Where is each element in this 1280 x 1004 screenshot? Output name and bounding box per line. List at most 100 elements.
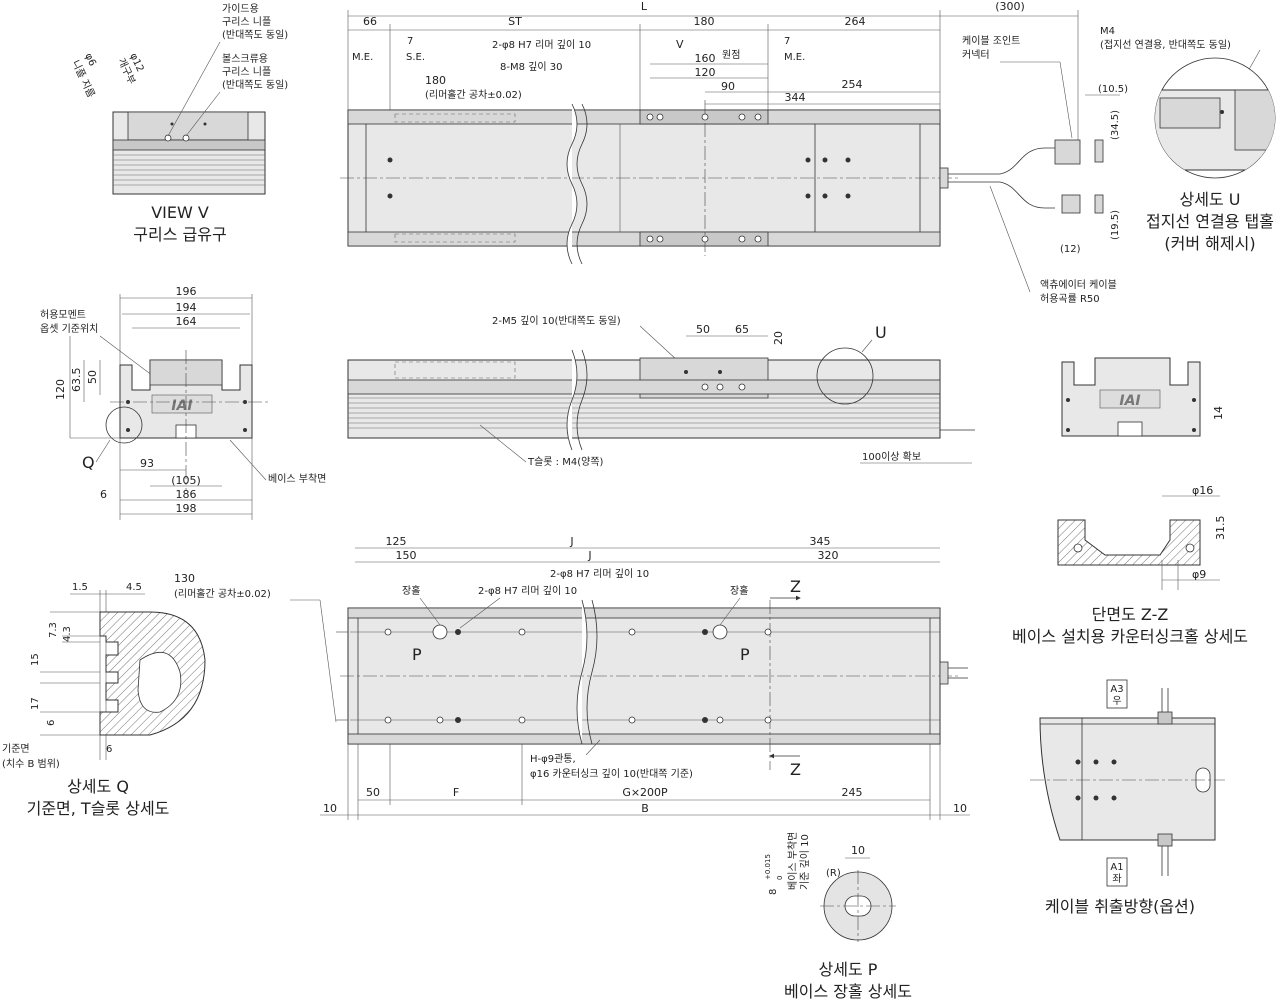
dim-side-20: 20 bbox=[772, 331, 785, 345]
dim-194: 194 bbox=[176, 301, 197, 314]
label-z2: Z bbox=[790, 760, 801, 779]
dim-125: 125 bbox=[386, 535, 407, 548]
q-subtitle: 기준면, T슬롯 상세도 bbox=[27, 799, 170, 818]
dim-186: 186 bbox=[176, 488, 197, 501]
label-p-r: (R) bbox=[826, 868, 841, 879]
dim-254: 254 bbox=[842, 78, 863, 91]
end-view: 196 194 164 허용모멘트 옵셋 기준위치 IAI 120 63.5 5… bbox=[40, 285, 326, 520]
label-p-v1: 베이스 부착면 bbox=[787, 832, 799, 890]
dim-p-10: 10 bbox=[851, 844, 865, 857]
label-se: S.E. bbox=[406, 52, 425, 63]
dim-120: 120 bbox=[54, 379, 67, 400]
label-slot2: 장홀 bbox=[730, 584, 748, 597]
label-p2: P bbox=[740, 645, 750, 664]
dim-19-5: (19.5) bbox=[1110, 210, 1121, 240]
label-guide-2: 구리스 니플 bbox=[222, 16, 271, 28]
label-tslot: T슬롯 : M4(양쪽) bbox=[527, 456, 604, 468]
label-ref2: (치수 B 범위) bbox=[2, 757, 60, 770]
dim-34-5: (34.5) bbox=[1110, 110, 1121, 140]
label-guide-3: (반대쪽도 동일) bbox=[222, 29, 288, 41]
label-reamer2: 2-φ8 H7 리머 깊이 10 bbox=[550, 568, 649, 580]
label-m4: M4 bbox=[1100, 26, 1115, 37]
dim-j2: J bbox=[587, 549, 591, 562]
dim-66: 66 bbox=[363, 15, 377, 28]
q-title: 상세도 Q bbox=[67, 777, 129, 796]
label-secure: 100이상 확보 bbox=[862, 451, 921, 463]
iai-logo: IAI bbox=[171, 398, 192, 414]
dim-ST: ST bbox=[508, 15, 522, 28]
u-sub1: 접지선 연결용 탭홀 bbox=[1146, 212, 1274, 231]
dim-p-tol0: 0 bbox=[776, 876, 784, 880]
detail-u: M4 (접지선 연결용, 반대쪽도 동일) 상세도 U 접지선 연결용 탭홀 (… bbox=[1100, 26, 1276, 253]
dim-264: 264 bbox=[845, 15, 866, 28]
label-guide-1: 가이드용 bbox=[222, 3, 259, 15]
dim-10a: 10 bbox=[323, 802, 337, 815]
dim-344: 344 bbox=[785, 91, 806, 104]
label-me2: M.E. bbox=[784, 52, 805, 63]
label-ref: 기준면 bbox=[2, 743, 30, 755]
label-u: U bbox=[875, 323, 887, 342]
label-moment-1: 허용모멘트 bbox=[40, 309, 86, 321]
dim-p-8: 8 bbox=[768, 889, 779, 895]
label-bs-2: 구리스 니플 bbox=[222, 66, 271, 78]
label-base: 베이스 부착면 bbox=[268, 473, 326, 485]
dim-245: 245 bbox=[842, 786, 863, 799]
p-title: 상세도 P bbox=[819, 960, 878, 979]
dim-12: (12) bbox=[1060, 244, 1081, 255]
label-z1: Z bbox=[790, 577, 801, 596]
dim-q-6b: 6 bbox=[106, 744, 112, 755]
dim-320: 320 bbox=[818, 549, 839, 562]
label-reamer: 2-φ8 H7 리머 깊이 10 bbox=[492, 39, 591, 51]
top-view: L (300) 66 ST 180 264 M.E. 7 S.E. 7 M.E.… bbox=[340, 0, 1128, 305]
detail-q: 1.5 4.5 7.3 4.3 15 17 6 6 기준면 (치수 B 범위) … bbox=[2, 582, 206, 818]
label-joint-2: 커넥터 bbox=[962, 49, 990, 61]
dim-phi16: φ16 bbox=[1192, 484, 1213, 497]
dim-p-tol: +0.015 bbox=[764, 854, 772, 880]
label-m5: 2-M5 깊이 10(반대쪽도 동일) bbox=[492, 315, 621, 327]
u-title: 상세도 U bbox=[1180, 190, 1241, 209]
right-end-view: IAI 14 bbox=[1061, 357, 1225, 437]
label-reamer3: 2-φ8 H7 리머 깊이 10 bbox=[478, 585, 577, 597]
dim-q-7-3: 7.3 bbox=[48, 622, 59, 638]
dim-q-6a: 6 bbox=[46, 720, 57, 726]
dim-L: L bbox=[641, 0, 648, 13]
dim-196: 196 bbox=[176, 285, 197, 298]
view-v: 가이드용 구리스 니플 (반대쪽도 동일) 볼스크류용 구리스 니플 (반대쪽도… bbox=[69, 3, 288, 244]
view-v-subtitle: 구리스 급유구 bbox=[133, 225, 226, 244]
dim-7a: 7 bbox=[407, 36, 413, 47]
dim-120: 120 bbox=[695, 66, 716, 79]
dim-B: B bbox=[641, 802, 649, 815]
dim-50: 50 bbox=[366, 786, 380, 799]
zz-subtitle: 베이스 설치용 카운터싱크홀 상세도 bbox=[1012, 627, 1248, 646]
label-a1: A1 bbox=[1110, 862, 1123, 873]
label-h2: φ16 카운터싱크 깊이 10(반대쪽 기준) bbox=[530, 768, 693, 780]
dim-7b: 7 bbox=[784, 36, 790, 47]
zz-title: 단면도 Z-Z bbox=[1092, 605, 1169, 624]
label-bs-1: 볼스크류용 bbox=[222, 53, 268, 65]
label-phi6: φ6 bbox=[82, 52, 97, 68]
label-slot: 장홀 bbox=[402, 584, 420, 597]
label-a3: A3 bbox=[1110, 684, 1123, 695]
label-p-v2: 기준 깊이 10 bbox=[799, 834, 811, 890]
side-view: 2-M5 깊이 10(반대쪽도 동일) 50 65 20 U 100이상 확보 … bbox=[347, 315, 975, 468]
dim-50: 50 bbox=[86, 370, 99, 384]
dim-G: G×200P bbox=[622, 786, 668, 799]
dim-q-4-5: 4.5 bbox=[126, 582, 142, 593]
label-joint-1: 케이블 조인트 bbox=[962, 35, 1020, 47]
section-zz: φ16 φ9 31.5 단면도 Z-Z 베이스 설치용 카운터싱크홀 상세도 bbox=[1012, 484, 1248, 646]
dim-6: 6 bbox=[100, 488, 107, 501]
dim-q-1-5: 1.5 bbox=[72, 582, 88, 593]
label-cable-2: 허용곡률 R50 bbox=[1040, 293, 1100, 305]
label-m8: 8-M8 깊이 30 bbox=[500, 61, 562, 73]
dim-160: 160 bbox=[695, 52, 716, 65]
cable-direction: A3 우 A1 좌 케이블 취출방향(옵션) bbox=[1030, 679, 1225, 916]
label-moment-2: 옵셋 기준위치 bbox=[40, 322, 98, 335]
dim-31-5: 31.5 bbox=[1214, 516, 1227, 541]
dim-300: (300) bbox=[995, 0, 1025, 13]
label-h: H-φ9관통, bbox=[530, 753, 576, 765]
dim-63-5: 63.5 bbox=[70, 368, 83, 393]
dim-345: 345 bbox=[810, 535, 831, 548]
dim-j1: J bbox=[569, 535, 573, 548]
label-cable-1: 액츄에이터 케이블 bbox=[1040, 279, 1117, 291]
